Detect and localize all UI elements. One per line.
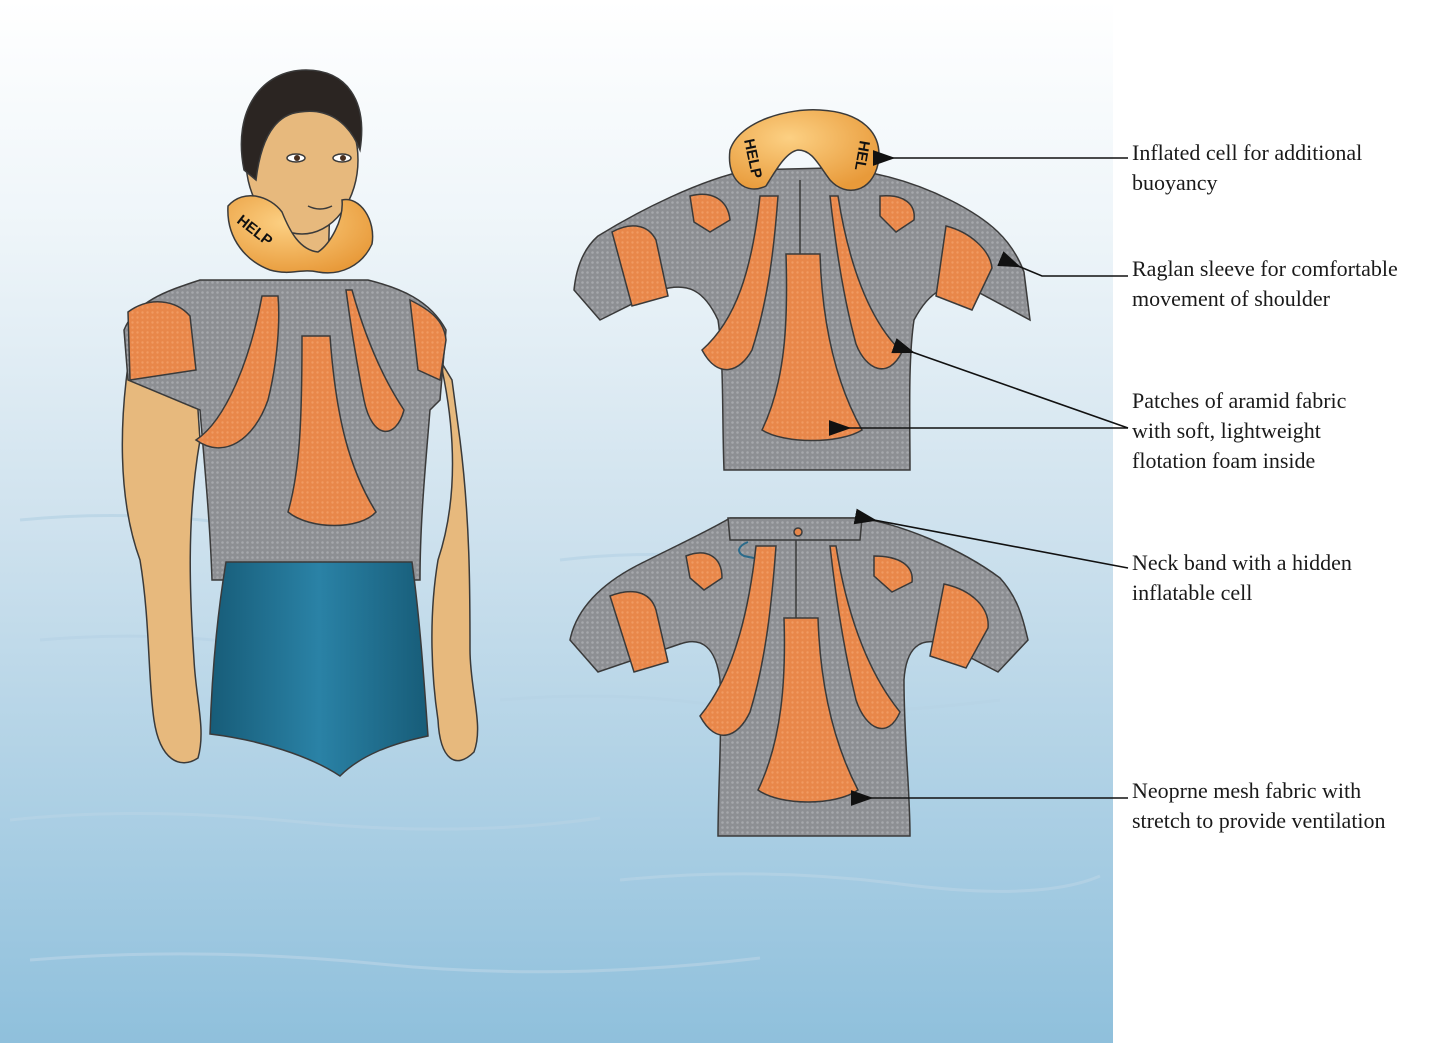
callout-line: buoyancy xyxy=(1132,168,1440,198)
back-inflation-valve xyxy=(794,528,802,536)
callout-line: flotation foam inside xyxy=(1132,446,1440,476)
callout-raglan-sleeve: Raglan sleeve for comfortable movement o… xyxy=(1132,254,1440,314)
callout-line: stretch to provide ventilation xyxy=(1132,806,1440,836)
callout-line: Raglan sleeve for comfortable xyxy=(1132,254,1440,284)
callout-neoprene-mesh: Neoprne mesh fabric with stretch to prov… xyxy=(1132,776,1440,836)
callout-line: inflatable cell xyxy=(1132,578,1440,608)
callout-inflated-cell: Inflated cell for additional buoyancy xyxy=(1132,138,1440,198)
callout-line: Neck band with a hidden xyxy=(1132,548,1440,578)
callout-line: movement of shoulder xyxy=(1132,284,1440,314)
callout-neck-band: Neck band with a hidden inflatable cell xyxy=(1132,548,1440,608)
callout-line: Inflated cell for additional xyxy=(1132,138,1440,168)
callout-line: with soft, lightweight xyxy=(1132,416,1440,446)
callout-line: Patches of aramid fabric xyxy=(1132,386,1440,416)
figure-shoulder-patch-left xyxy=(128,302,196,380)
callout-line: Neoprne mesh fabric with xyxy=(1132,776,1440,806)
callout-aramid-patches: Patches of aramid fabric with soft, ligh… xyxy=(1132,386,1440,476)
